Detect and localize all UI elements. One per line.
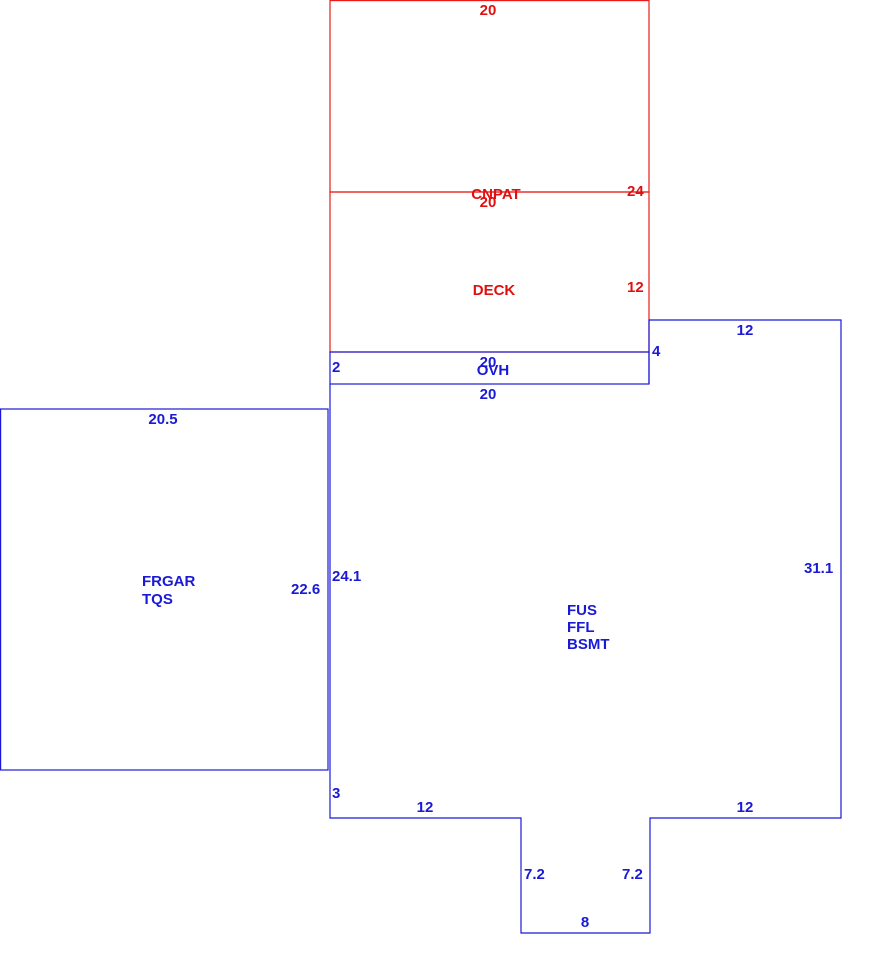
cnpat-label: CNPAT — [471, 186, 520, 203]
cnpat-outline — [329, 0, 650, 193]
ovh-left-dimension: 2 — [332, 359, 340, 376]
house-bump-right-dimension: 7.2 — [622, 866, 643, 883]
house-right-notch-dimension: 4 — [652, 343, 661, 360]
house-bottom-left-dimension: 12 — [417, 799, 434, 816]
ovh-label: OVH — [477, 362, 510, 379]
house-right-top-dimension: 12 — [737, 322, 754, 339]
deck-top-dimension: 20 — [480, 194, 497, 211]
ovh-bottom-dimension: 20 — [480, 386, 497, 403]
deck-label: DECK — [473, 282, 516, 299]
deck-right-dimension: 12 — [627, 279, 644, 296]
house-left-side-dimension: 24.1 — [332, 568, 361, 585]
ovh-top-dimension: 20 — [480, 354, 497, 371]
cnpat-right-dimension: 24 — [627, 183, 644, 200]
garage-label-2: TQS — [142, 591, 173, 608]
house-bottom-right-dimension: 12 — [737, 799, 754, 816]
cnpat-top-dimension: 20 — [480, 2, 497, 19]
garage-right-dimension: 22.6 — [291, 581, 320, 598]
house-outline — [329, 319, 842, 934]
house-left-bottom-dimension: 3 — [332, 785, 340, 802]
garage-label-1: FRGAR — [142, 573, 195, 590]
garage-outline — [0, 408, 329, 771]
house-right-side-dimension: 31.1 — [804, 560, 833, 577]
house-label-1: FUS — [567, 602, 597, 619]
house-bump-left-dimension: 7.2 — [524, 866, 545, 883]
garage-top-dimension: 20.5 — [148, 411, 177, 428]
house-label-3: BSMT — [567, 636, 610, 653]
house-bump-bottom-dimension: 8 — [581, 914, 589, 931]
deck-outline — [329, 191, 650, 353]
house-label-2: FFL — [567, 619, 595, 636]
